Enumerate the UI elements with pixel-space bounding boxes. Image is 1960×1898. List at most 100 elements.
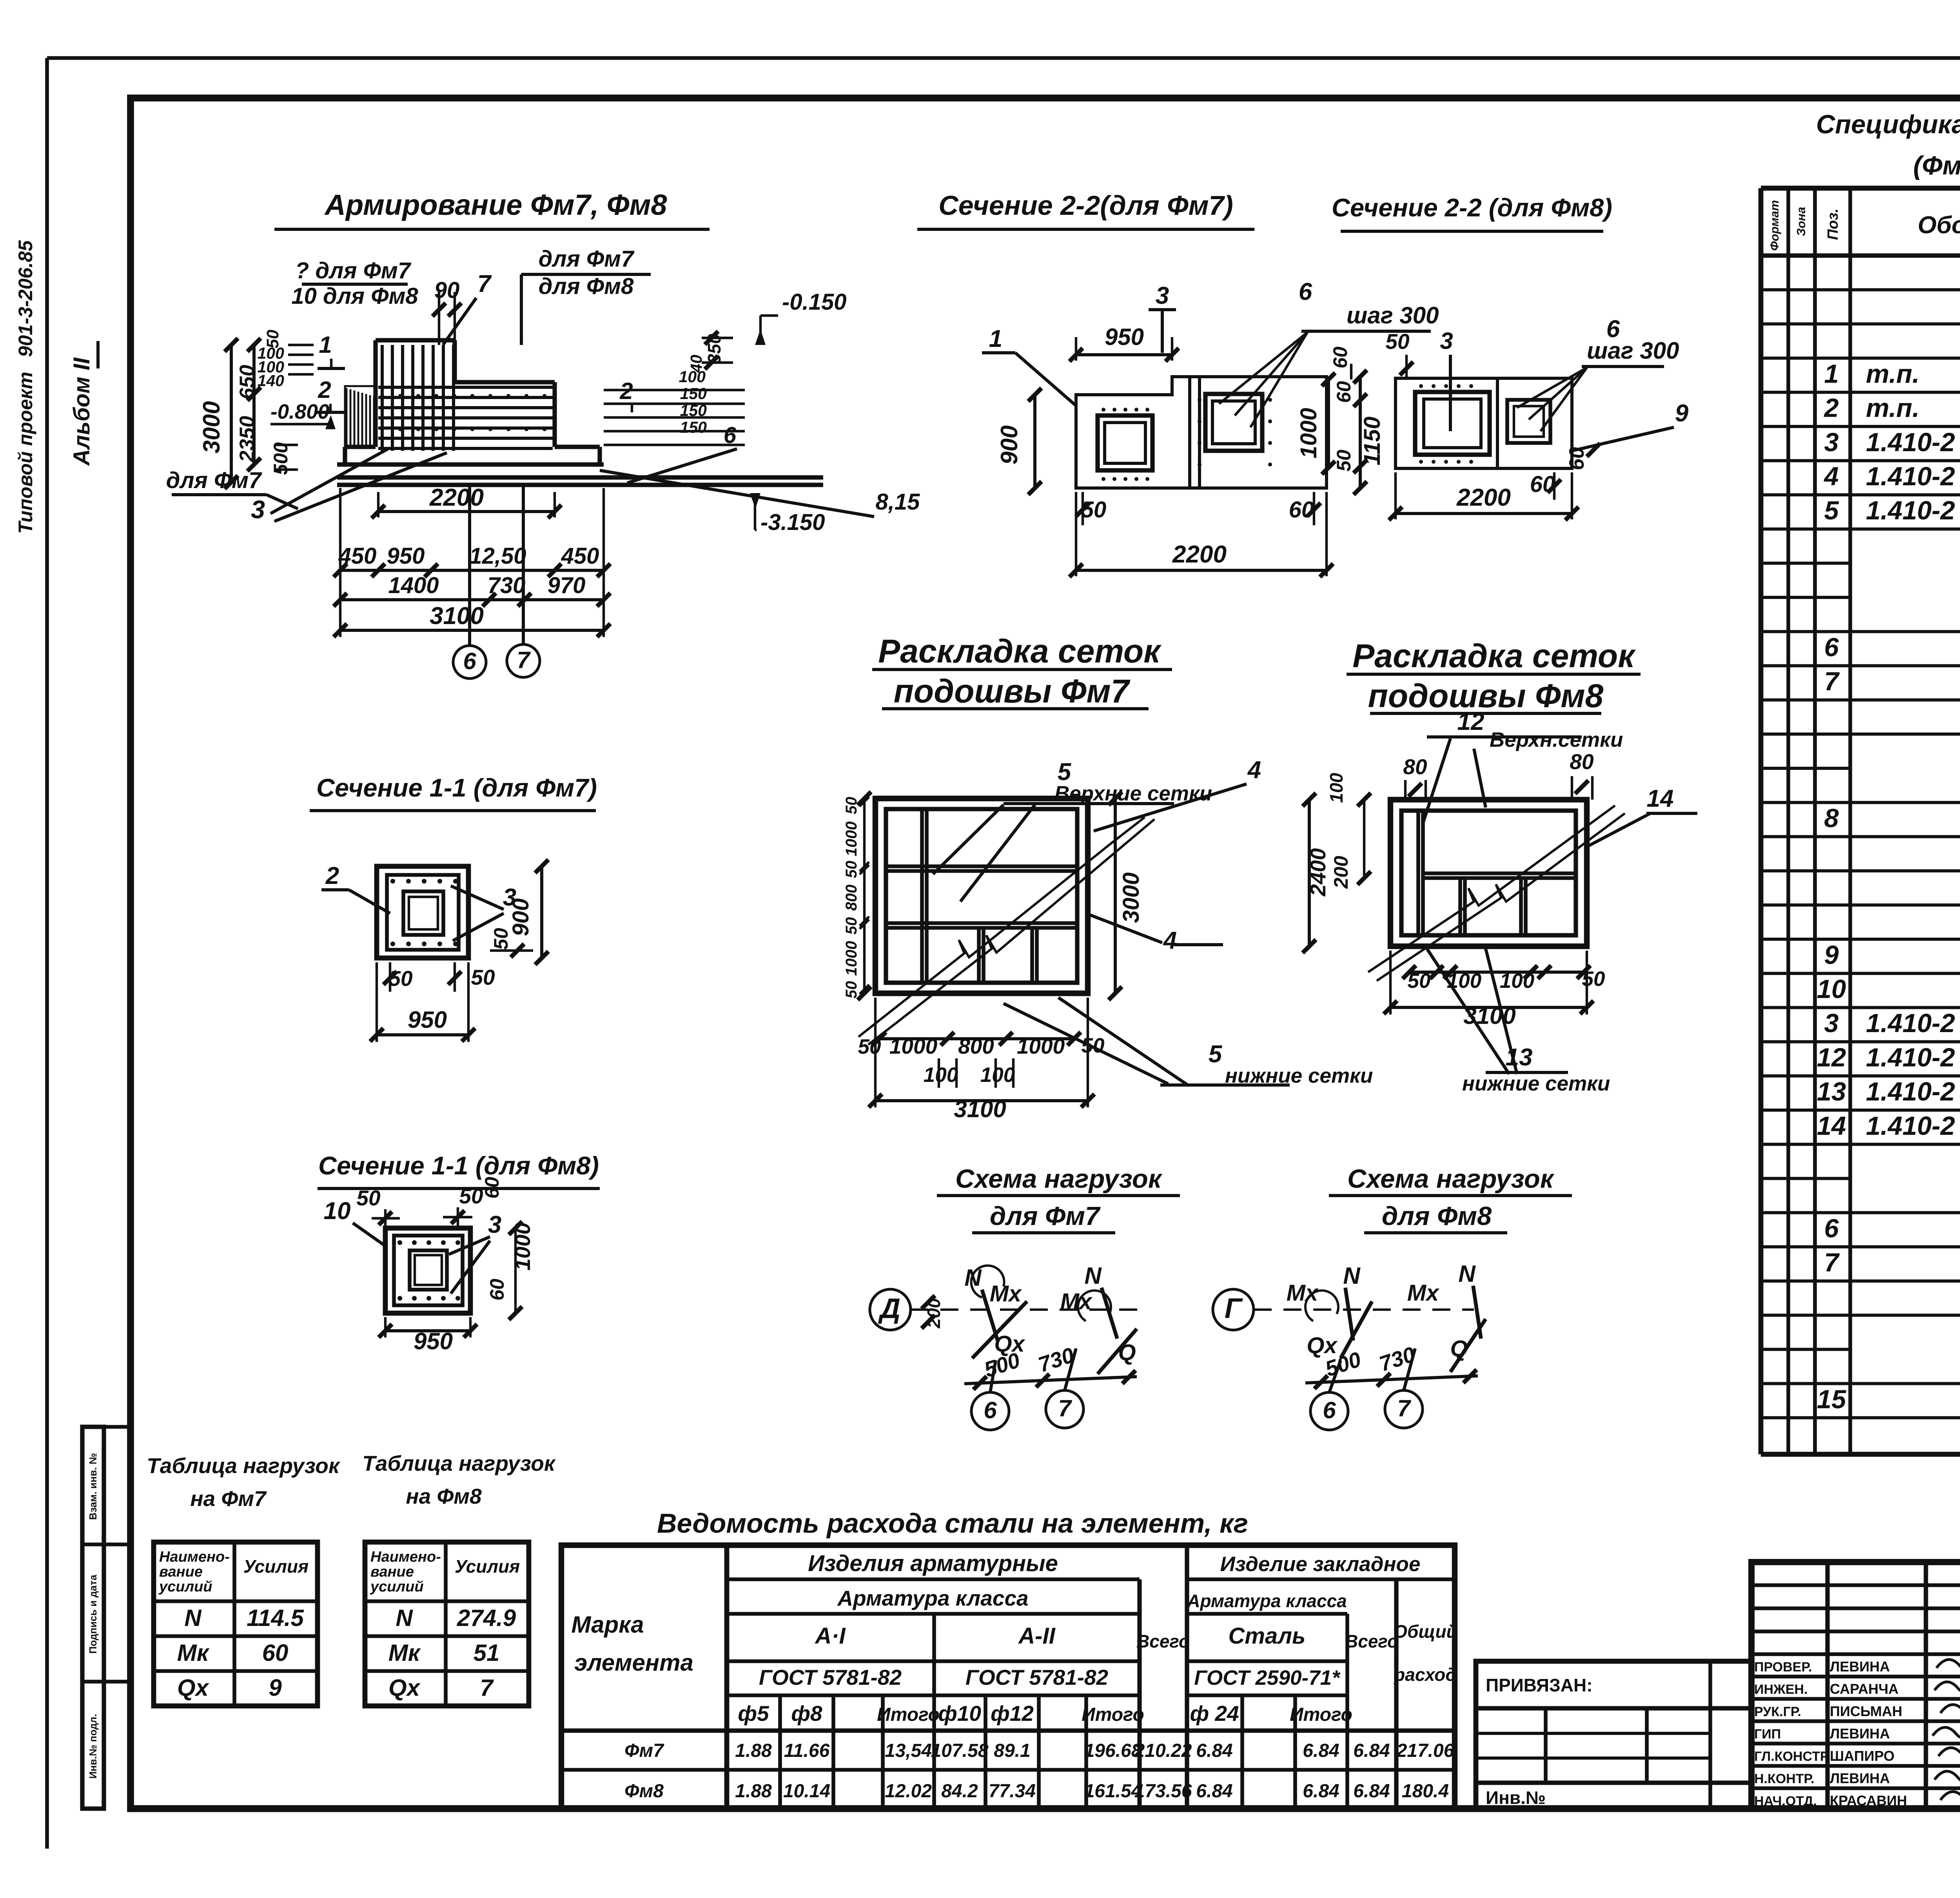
svg-text:100: 100 <box>258 358 285 376</box>
svg-text:60: 60 <box>1333 381 1355 403</box>
svg-text:50: 50 <box>1333 450 1355 472</box>
svg-text:6: 6 <box>1606 316 1620 343</box>
svg-text:Наимено-: Наимено- <box>370 1549 441 1565</box>
svg-text:15: 15 <box>1817 1384 1847 1414</box>
svg-text:5: 5 <box>1058 758 1072 786</box>
svg-text:Итого: Итого <box>877 1704 940 1725</box>
svg-text:А·I: А·I <box>814 1623 846 1649</box>
svg-text:8: 8 <box>1824 804 1839 833</box>
svg-text:Раскладка сеток: Раскладка сеток <box>878 633 1161 670</box>
svg-text:Наимено-: Наимено- <box>159 1549 230 1565</box>
svg-text:50: 50 <box>263 330 282 348</box>
svg-text:1.88: 1.88 <box>735 1781 772 1802</box>
svg-text:вание: вание <box>370 1564 414 1580</box>
svg-text:6: 6 <box>724 423 737 448</box>
svg-text:1000: 1000 <box>1296 408 1321 458</box>
svg-text:Альбом II: Альбом II <box>69 357 94 466</box>
svg-text:50: 50 <box>858 1035 881 1058</box>
svg-text:6: 6 <box>984 1397 997 1423</box>
svg-text:Н.КОНТР.: Н.КОНТР. <box>1754 1771 1815 1786</box>
svg-text:7: 7 <box>1824 667 1840 696</box>
svg-text:10: 10 <box>1817 974 1846 1004</box>
svg-text:КРАСАВИН: КРАСАВИН <box>1830 1793 1907 1809</box>
svg-text:Сталь: Сталь <box>1229 1623 1306 1649</box>
svg-text:N: N <box>1084 1263 1102 1289</box>
svg-text:50: 50 <box>843 861 860 878</box>
svg-text:1.410-2: 1.410-2 <box>1866 1009 1955 1038</box>
svg-text:Изделия арматурные: Изделия арматурные <box>808 1551 1058 1576</box>
svg-text:114.5: 114.5 <box>247 1605 304 1631</box>
svg-text:Обозначение: Обозначение <box>1918 212 1960 239</box>
svg-text:ф5: ф5 <box>738 1701 769 1726</box>
svg-text:100: 100 <box>258 344 285 362</box>
svg-text:ГИП: ГИП <box>1754 1727 1781 1742</box>
svg-text:84.2: 84.2 <box>941 1781 978 1802</box>
svg-text:Q: Q <box>1118 1340 1136 1365</box>
svg-text:Взам. инв. №: Взам. инв. № <box>87 1453 99 1520</box>
svg-text:1000: 1000 <box>889 1034 938 1058</box>
svg-text:13,54: 13,54 <box>885 1740 932 1761</box>
svg-text:6: 6 <box>1323 1397 1336 1423</box>
svg-text:для Фм8: для Фм8 <box>1382 1201 1492 1231</box>
svg-text:274.9: 274.9 <box>457 1605 516 1631</box>
svg-text:60: 60 <box>262 1640 289 1666</box>
svg-text:6: 6 <box>1299 278 1312 305</box>
svg-text:Мк: Мк <box>177 1640 210 1666</box>
svg-text:для Фм7: для Фм7 <box>166 468 262 493</box>
svg-text:6.84: 6.84 <box>1353 1781 1390 1802</box>
svg-text:Спецификация монолитных фундам: Спецификация монолитных фундаментов <box>1816 110 1960 139</box>
svg-text:60: 60 <box>481 1177 503 1199</box>
svg-text:Таблица нагрузок: Таблица нагрузок <box>147 1453 341 1478</box>
svg-text:Зона: Зона <box>1794 207 1808 236</box>
svg-text:Изделие закладное: Изделие закладное <box>1220 1553 1421 1576</box>
svg-text:100: 100 <box>980 1063 1015 1087</box>
svg-text:3: 3 <box>1440 328 1453 354</box>
svg-text:51: 51 <box>474 1640 500 1666</box>
svg-text:N: N <box>184 1605 202 1631</box>
svg-text:Инв.№: Инв.№ <box>1486 1787 1546 1808</box>
svg-text:1000: 1000 <box>1017 1034 1065 1058</box>
svg-text:ф12: ф12 <box>991 1701 1034 1726</box>
svg-text:14: 14 <box>1817 1111 1846 1141</box>
svg-text:Mх: Mх <box>1407 1280 1440 1306</box>
svg-text:1.410-2: 1.410-2 <box>1866 1077 1955 1107</box>
svg-text:Фм8: Фм8 <box>624 1781 664 1802</box>
svg-text:7: 7 <box>517 647 531 673</box>
svg-text:107.58: 107.58 <box>931 1740 989 1761</box>
svg-text:6: 6 <box>1824 1214 1839 1243</box>
svg-text:1.410-2: 1.410-2 <box>1866 1043 1955 1072</box>
svg-text:4: 4 <box>1823 462 1838 491</box>
svg-text:901-3-206.85: 901-3-206.85 <box>15 240 36 357</box>
svg-text:60: 60 <box>1329 347 1351 368</box>
svg-text:ЛЕВИНА: ЛЕВИНА <box>1830 1658 1890 1675</box>
svg-text:5: 5 <box>1824 496 1839 525</box>
svg-text:Усилия: Усилия <box>455 1556 520 1577</box>
svg-text:2: 2 <box>325 862 339 889</box>
svg-text:2: 2 <box>1823 394 1838 423</box>
svg-text:т.п.: т.п. <box>1866 394 1920 423</box>
svg-text:50: 50 <box>490 928 512 950</box>
svg-text:ПИСЬМАН: ПИСЬМАН <box>1830 1703 1902 1719</box>
svg-text:100: 100 <box>1326 773 1347 803</box>
svg-text:11.66: 11.66 <box>784 1740 830 1761</box>
svg-text:1: 1 <box>1824 359 1838 388</box>
svg-text:7: 7 <box>1058 1395 1072 1421</box>
svg-text:Схема нагрузок: Схема нагрузок <box>1347 1164 1555 1194</box>
svg-text:для Фм7: для Фм7 <box>990 1201 1101 1231</box>
svg-text:2200: 2200 <box>1172 541 1227 568</box>
svg-text:150: 150 <box>680 385 707 403</box>
svg-text:шаг 300: шаг 300 <box>1347 302 1439 328</box>
svg-text:Сечение 1-1 (для Фм8): Сечение 1-1 (для Фм8) <box>318 1151 599 1180</box>
svg-text:шаг 300: шаг 300 <box>1587 338 1679 364</box>
svg-text:9: 9 <box>1675 400 1689 427</box>
svg-text:50: 50 <box>1385 329 1410 354</box>
svg-text:7: 7 <box>1824 1248 1840 1277</box>
svg-text:ГЛ.КОНСТР: ГЛ.КОНСТР <box>1754 1749 1829 1764</box>
svg-text:усилий: усилий <box>158 1579 212 1595</box>
svg-text:Qх: Qх <box>1307 1333 1338 1358</box>
svg-text:5: 5 <box>1209 1041 1223 1068</box>
svg-text:200: 200 <box>1330 856 1352 889</box>
svg-text:Типовой проект: Типовой проект <box>15 372 36 533</box>
svg-text:50: 50 <box>459 1184 483 1208</box>
svg-text:Раскладка сеток: Раскладка сеток <box>1352 637 1636 674</box>
